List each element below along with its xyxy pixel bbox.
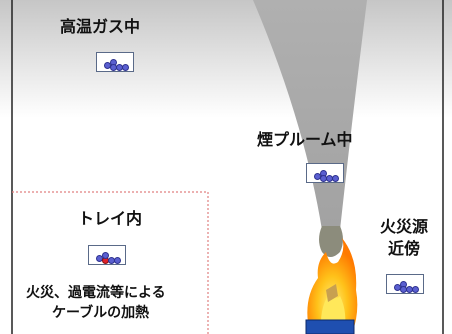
- fire-source-icon: [305, 319, 355, 334]
- tray-description-line2: ケーブルの加熱: [52, 305, 150, 321]
- sample-box-icon: [306, 163, 344, 183]
- hot-gas-label: 高温ガス中: [60, 17, 141, 36]
- near-fire-label-line2: 近傍: [388, 239, 421, 258]
- cable-tray-boundary: [12, 191, 209, 334]
- sample-box-icon: [88, 245, 126, 265]
- tray-description-line1: 火災、過電流等による: [26, 285, 166, 301]
- flame-icon: [307, 238, 358, 334]
- hot-gas-layer: [0, 0, 452, 118]
- sample-box-icon: [96, 52, 134, 72]
- smoke-plume-label: 煙プルーム中: [257, 130, 353, 149]
- dark-smoke: [319, 226, 343, 257]
- near-fire-label-line1: 火災源: [380, 217, 429, 236]
- sample-box-icon: [386, 274, 424, 294]
- tray-label: トレイ内: [78, 209, 143, 228]
